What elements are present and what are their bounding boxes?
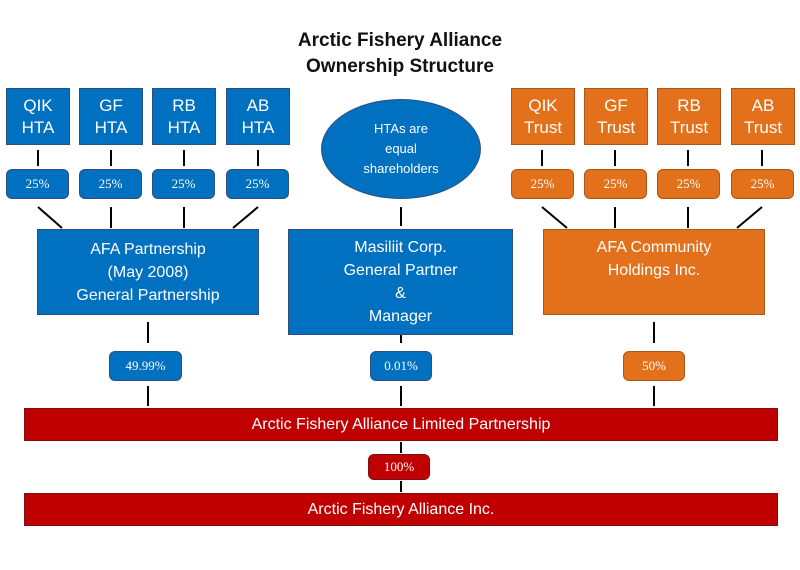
hta-box-line1: QIK (23, 95, 53, 115)
ellipse-line3: shareholders (363, 161, 439, 176)
community-pct: 50% (623, 351, 685, 381)
trust-box-rb: RB Trust (657, 88, 721, 145)
masiliit-line4: Manager (368, 308, 433, 325)
hta-box-line1: GF (99, 95, 123, 115)
trust-box-gf: GF Trust (584, 88, 648, 145)
trust-box-line2: Trust (596, 117, 636, 137)
masiliit-line1: Masiliit Corp. (354, 239, 447, 256)
limited-partnership-pct: 100% (368, 454, 430, 480)
trust-ab-pct: 25% (731, 169, 794, 199)
afa-partnership-line1: AFA Partnership (90, 240, 206, 258)
hta-box-line1: RB (172, 95, 196, 115)
masiliit-line2: General Partner (343, 262, 458, 279)
hta-box-rb: RB HTA (152, 88, 216, 145)
trust-gf-pct: 25% (584, 169, 647, 199)
afa-partnership-line2: (May 2008) (107, 263, 189, 281)
trust-box-line2: Trust (523, 117, 563, 137)
trust-box-ab: AB Trust (731, 88, 795, 145)
community-line2: Holdings Inc. (607, 262, 701, 279)
trust-box-line1: RB (677, 95, 701, 115)
afa-partnership-box: AFA Partnership (May 2008) General Partn… (37, 229, 259, 315)
trust-box-line1: QIK (528, 95, 558, 115)
hta-ab-pct: 25% (226, 169, 289, 199)
trust-qik-pct: 25% (511, 169, 574, 199)
shareholders-ellipse: HTAs are equal shareholders (321, 99, 481, 199)
hta-box-line1: AB (246, 95, 270, 115)
afa-partnership-pct: 49.99% (109, 351, 182, 381)
hta-rb-pct: 25% (152, 169, 215, 199)
hta-box-line2: HTA (167, 117, 201, 137)
limited-partnership-bar: Arctic Fishery Alliance Limited Partners… (24, 408, 778, 441)
hta-gf-pct: 25% (79, 169, 142, 199)
hta-box-line2: HTA (94, 117, 128, 137)
masiliit-box: Masiliit Corp. General Partner & Manager (288, 229, 513, 335)
trust-box-line1: GF (604, 95, 628, 115)
community-holdings-box: AFA Community Holdings Inc. (543, 229, 765, 315)
hta-box-line2: HTA (21, 117, 55, 137)
ellipse-line1: HTAs are (374, 121, 428, 136)
community-line1: AFA Community (596, 239, 712, 256)
afa-partnership-line3: General Partnership (76, 286, 220, 304)
hta-box-qik: QIK HTA (6, 88, 70, 145)
trust-box-line2: Trust (669, 117, 709, 137)
diagram-title: Arctic Fishery Alliance (297, 30, 503, 51)
trust-box-qik: QIK Trust (511, 88, 575, 145)
ellipse-line2: equal (385, 141, 417, 156)
afa-inc-bar: Arctic Fishery Alliance Inc. (24, 493, 778, 526)
hta-box-line2: HTA (241, 117, 275, 137)
diagram-subtitle: Ownership Structure (306, 56, 494, 77)
hta-qik-pct: 25% (6, 169, 69, 199)
masiliit-pct: 0.01% (370, 351, 432, 381)
hta-box-gf: GF HTA (79, 88, 143, 145)
trust-box-line1: AB (751, 95, 775, 115)
hta-box-ab: AB HTA (226, 88, 290, 145)
trust-box-line2: Trust (743, 117, 783, 137)
trust-rb-pct: 25% (657, 169, 720, 199)
masiliit-line3: & (395, 285, 406, 302)
